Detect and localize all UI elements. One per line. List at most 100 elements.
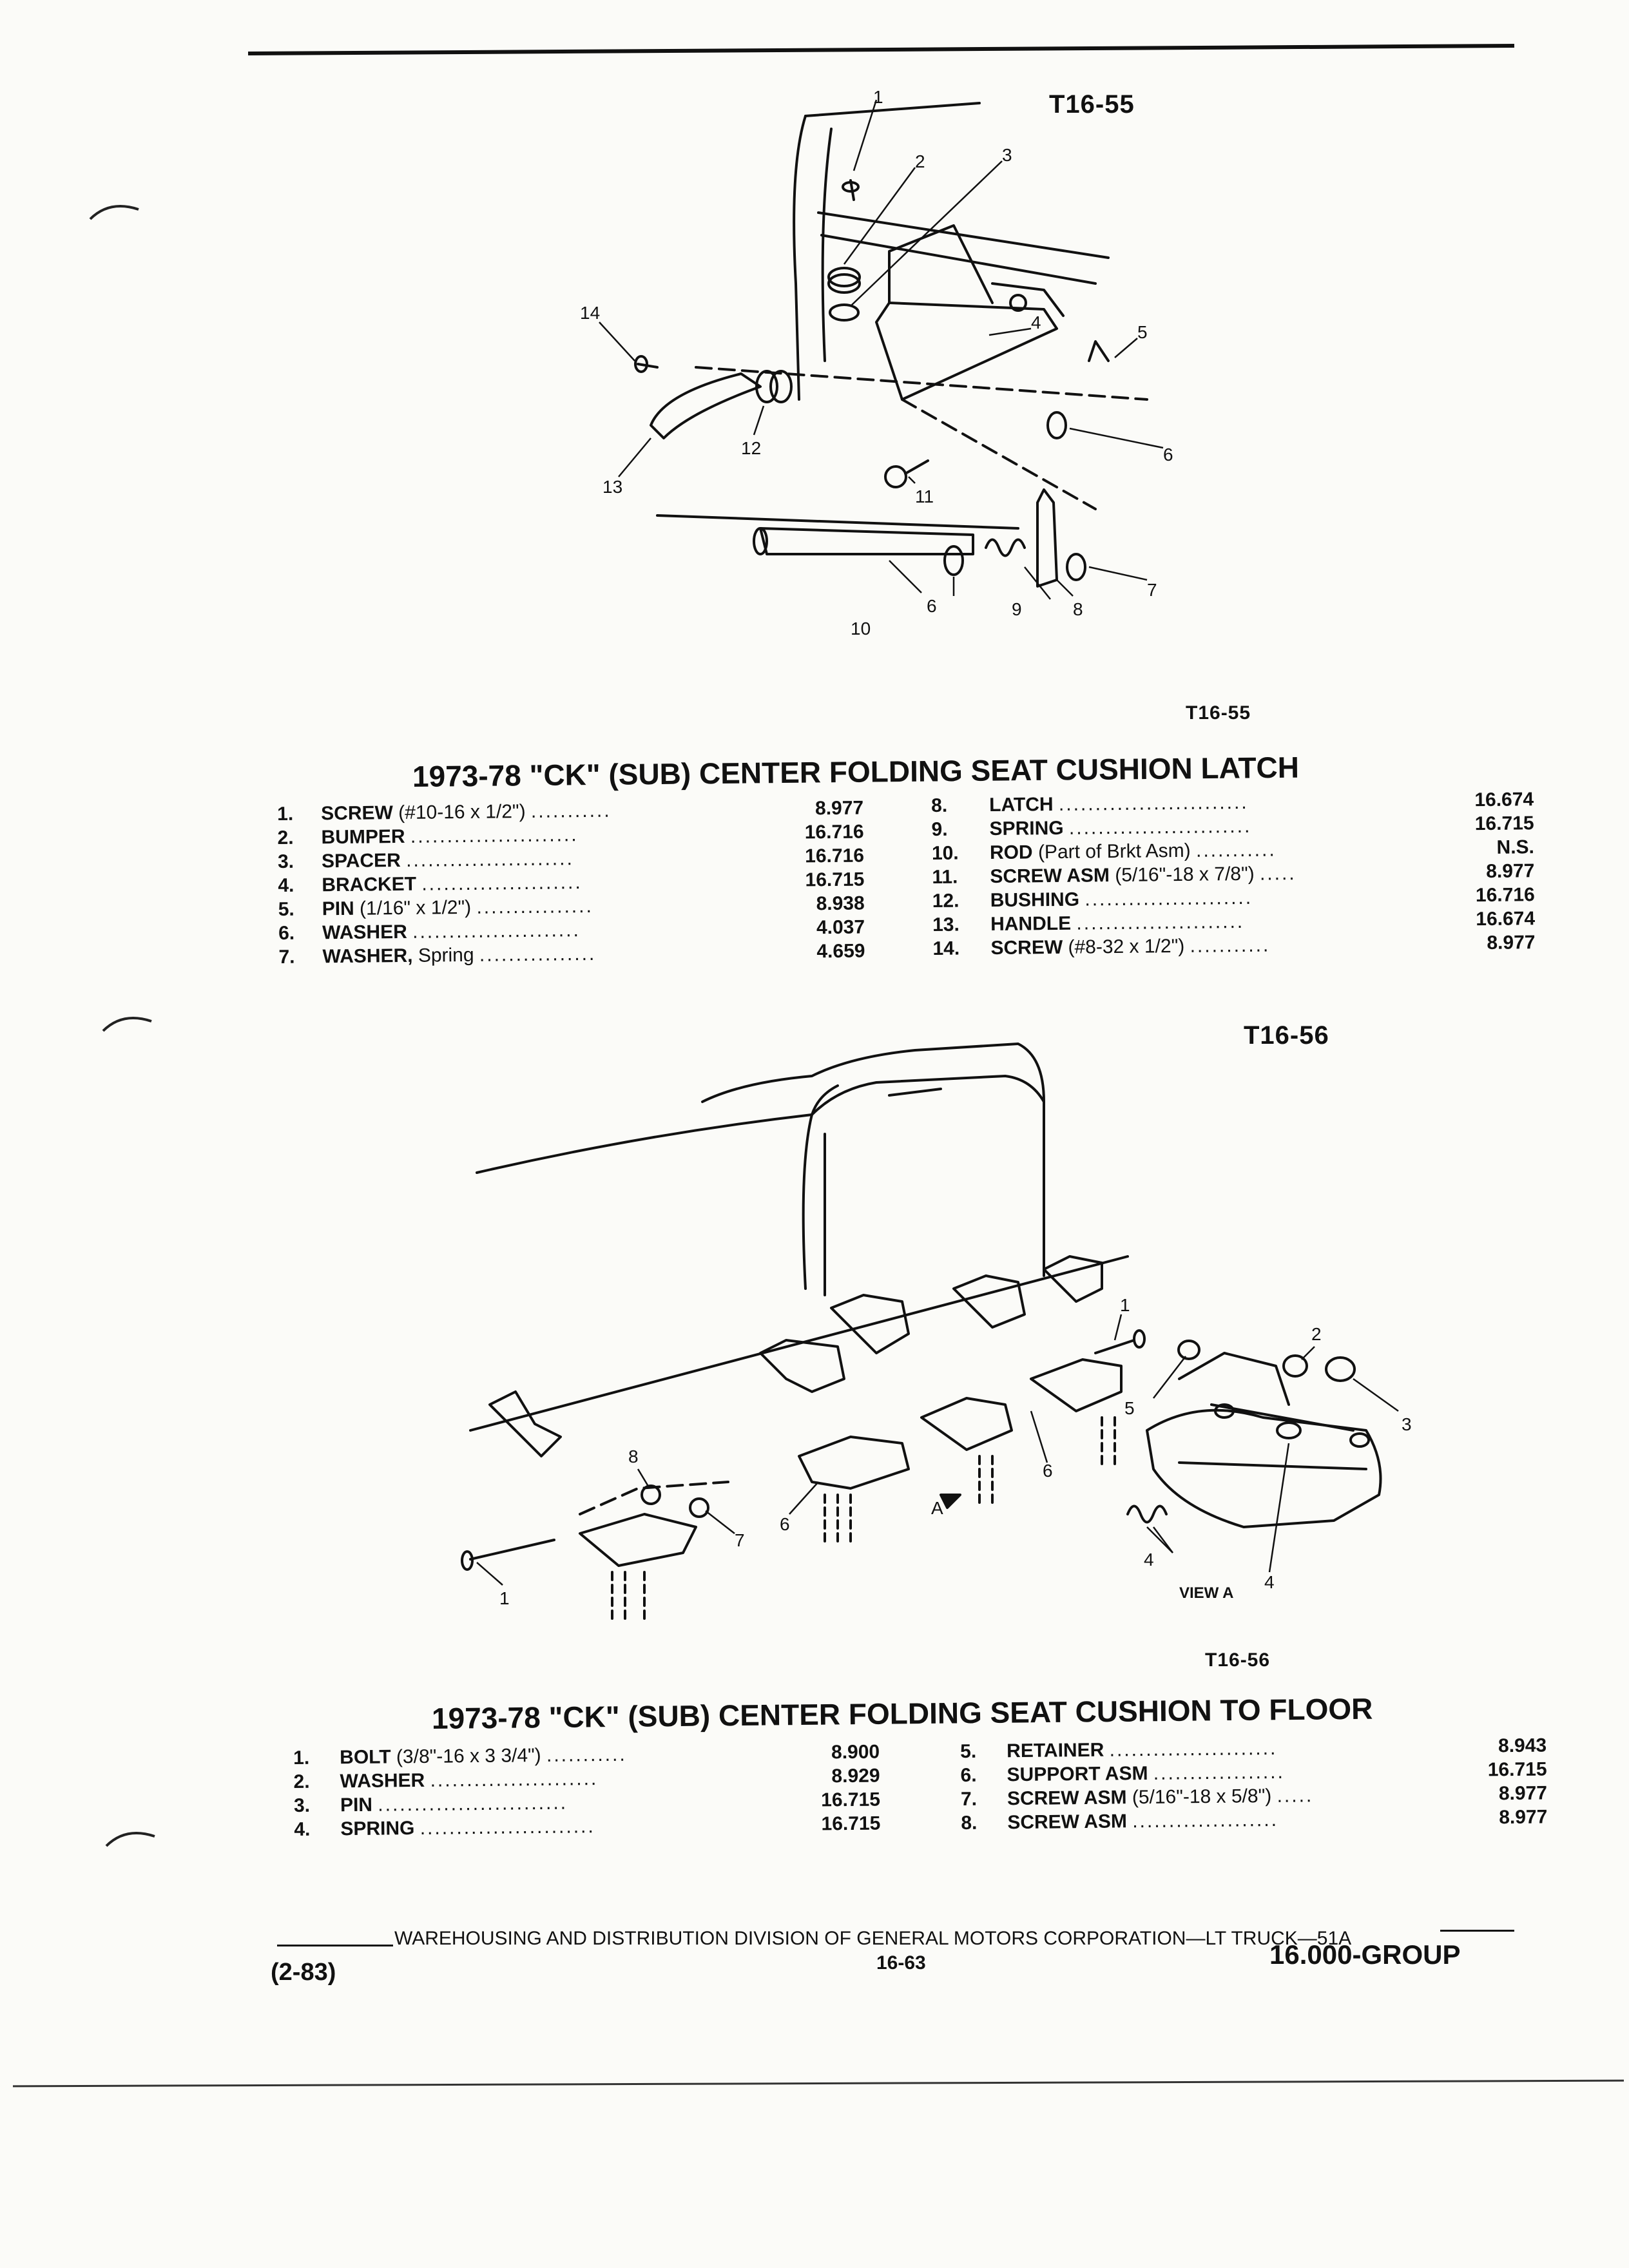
item-group-number: 16.715 [820, 1789, 881, 1811]
footer-publisher-line: WAREHOUSING AND DISTRIBUTION DIVISION OF… [394, 1928, 1352, 1949]
item-number: 2. [277, 827, 294, 849]
top-rule [248, 43, 1514, 56]
item-name: SPRING ......................... [989, 815, 1252, 840]
item-name: BUMPER ....................... [321, 824, 579, 849]
item-number: 3. [293, 1794, 311, 1816]
item-name: HANDLE ....................... [990, 910, 1245, 936]
item-number: 2. [293, 1771, 310, 1792]
callout-3: 3 [1402, 1414, 1412, 1434]
callout-14: 14 [580, 303, 600, 323]
footer-rule-right [1440, 1930, 1514, 1932]
item-name: RETAINER ....................... [1007, 1737, 1278, 1762]
item-group-number: 16.716 [804, 821, 864, 843]
item-group-number: 4.659 [816, 940, 865, 963]
callout-4b: 4 [1264, 1572, 1275, 1592]
callout-6a: 6 [1043, 1461, 1053, 1481]
item-name: BOLT (3/8"-16 x 3 3/4") ........... [340, 1744, 627, 1769]
bottom-rule [13, 2079, 1624, 2088]
item-name: SPACER ....................... [321, 848, 574, 872]
callout-12: 12 [741, 438, 761, 458]
figure-caption-t16-55: T16-55 [1186, 702, 1251, 724]
footer-group: 16.000-GROUP [1269, 1939, 1461, 1970]
section-title-latch: 1973-78 "CK" (SUB) CENTER FOLDING SEAT C… [412, 750, 1300, 793]
item-number: 7. [960, 1788, 978, 1810]
item-name: PIN (1/16" x 1/2") ................ [322, 895, 593, 920]
item-name: LATCH .......................... [989, 791, 1249, 816]
item-group-number: N.S. [1496, 836, 1535, 858]
item-group-number: 16.716 [804, 845, 865, 867]
item-number: 6. [960, 1764, 977, 1786]
item-group-number: 8.943 [1498, 1735, 1547, 1757]
item-number: 6. [278, 922, 295, 944]
item-group-number: 8.938 [816, 892, 865, 915]
callout-1: 1 [873, 87, 883, 107]
item-group-number: 8.977 [1486, 860, 1535, 882]
callout-1a: 1 [1120, 1295, 1130, 1315]
item-number: 1. [293, 1747, 310, 1769]
floor-mount-exploded-diagram: 1 1 2 3 4 4 5 6 6 7 8 A VIEW A [461, 1043, 1412, 1625]
callout-6a: 6 [1163, 445, 1173, 465]
item-name: WASHER, Spring ................ [322, 943, 597, 968]
callout-11: 11 [915, 486, 934, 506]
footer-date: (2-83) [271, 1959, 336, 1986]
callout-6b: 6 [927, 596, 937, 616]
item-number: 13. [932, 914, 960, 936]
view-a-label: VIEW A [1179, 1584, 1233, 1602]
item-number: 14. [932, 937, 960, 959]
item-group-number: 16.716 [1475, 884, 1535, 907]
item-group-number: 16.715 [1474, 812, 1534, 835]
item-number: 1. [277, 803, 294, 825]
callout-5: 5 [1137, 322, 1148, 342]
parts-list-floor-left: 1. BOLT (3/8"-16 x 3 3/4") ........... 8… [293, 1740, 880, 1841]
footer-page-number: 16-63 [876, 1952, 926, 1974]
item-group-number: 8.977 [1498, 1782, 1548, 1805]
item-number: 5. [278, 898, 294, 920]
parts-list-latch-left: 1. SCREW (#10-16 x 1/2") ........... 8.9… [277, 796, 865, 969]
figure-caption-t16-56: T16-56 [1205, 1649, 1271, 1671]
figure-tag-t16-56: T16-56 [1244, 1021, 1329, 1050]
item-number: 10. [931, 842, 959, 864]
section-title-floor: 1973-78 "CK" (SUB) CENTER FOLDING SEAT C… [431, 1691, 1373, 1735]
footer-rule-left [277, 1945, 393, 1946]
item-name: PIN .......................... [340, 1792, 568, 1816]
callout-1b: 1 [499, 1588, 510, 1608]
callout-7: 7 [735, 1530, 745, 1550]
callout-13: 13 [602, 477, 622, 497]
figure-tag-t16-55: T16-55 [1049, 90, 1135, 119]
item-number: 11. [932, 866, 958, 888]
item-group-number: 8.977 [1499, 1806, 1548, 1829]
parts-list-floor-right: 5. RETAINER ....................... 8.94… [960, 1733, 1548, 1835]
item-name: BUSHING ....................... [990, 887, 1253, 912]
item-number: 9. [931, 818, 948, 840]
parts-list-latch-right: 8. LATCH .......................... 16.6… [931, 787, 1536, 961]
item-group-number: 16.715 [1487, 1758, 1547, 1781]
arrow-a-label: A [931, 1498, 943, 1518]
item-group-number: 8.977 [815, 797, 864, 820]
item-group-number: 16.674 [1474, 789, 1534, 811]
item-number: 7. [278, 946, 295, 968]
item-name: ROD (Part of Brkt Asm) ........... [989, 839, 1277, 864]
callout-9: 9 [1012, 599, 1022, 619]
callout-4: 4 [1031, 312, 1041, 332]
item-group-number: 16.715 [821, 1812, 881, 1835]
item-number: 4. [278, 874, 294, 896]
item-number: 8. [931, 794, 948, 816]
item-number: 12. [932, 890, 959, 912]
item-name: SCREW ASM (5/16"-18 x 7/8") ..... [990, 863, 1296, 888]
callout-2: 2 [1311, 1324, 1322, 1344]
callout-4a: 4 [1144, 1550, 1154, 1570]
margin-marks [89, 205, 155, 1847]
item-name: BRACKET ...................... [322, 872, 583, 896]
item-name: SPRING ........................ [340, 1816, 595, 1840]
callout-3: 3 [1002, 145, 1012, 165]
item-group-number: 4.037 [816, 916, 865, 939]
callout-10: 10 [851, 619, 871, 639]
item-name: SCREW ASM (5/16"-18 x 5/8") ..... [1007, 1785, 1314, 1810]
item-group-number: 8.929 [831, 1765, 880, 1787]
item-number: 5. [960, 1740, 977, 1762]
item-name: WASHER ....................... [322, 919, 581, 944]
callout-8: 8 [628, 1446, 639, 1466]
item-group-number: 16.674 [1476, 908, 1536, 930]
item-name: WASHER ....................... [340, 1768, 599, 1792]
callout-8: 8 [1073, 599, 1083, 619]
